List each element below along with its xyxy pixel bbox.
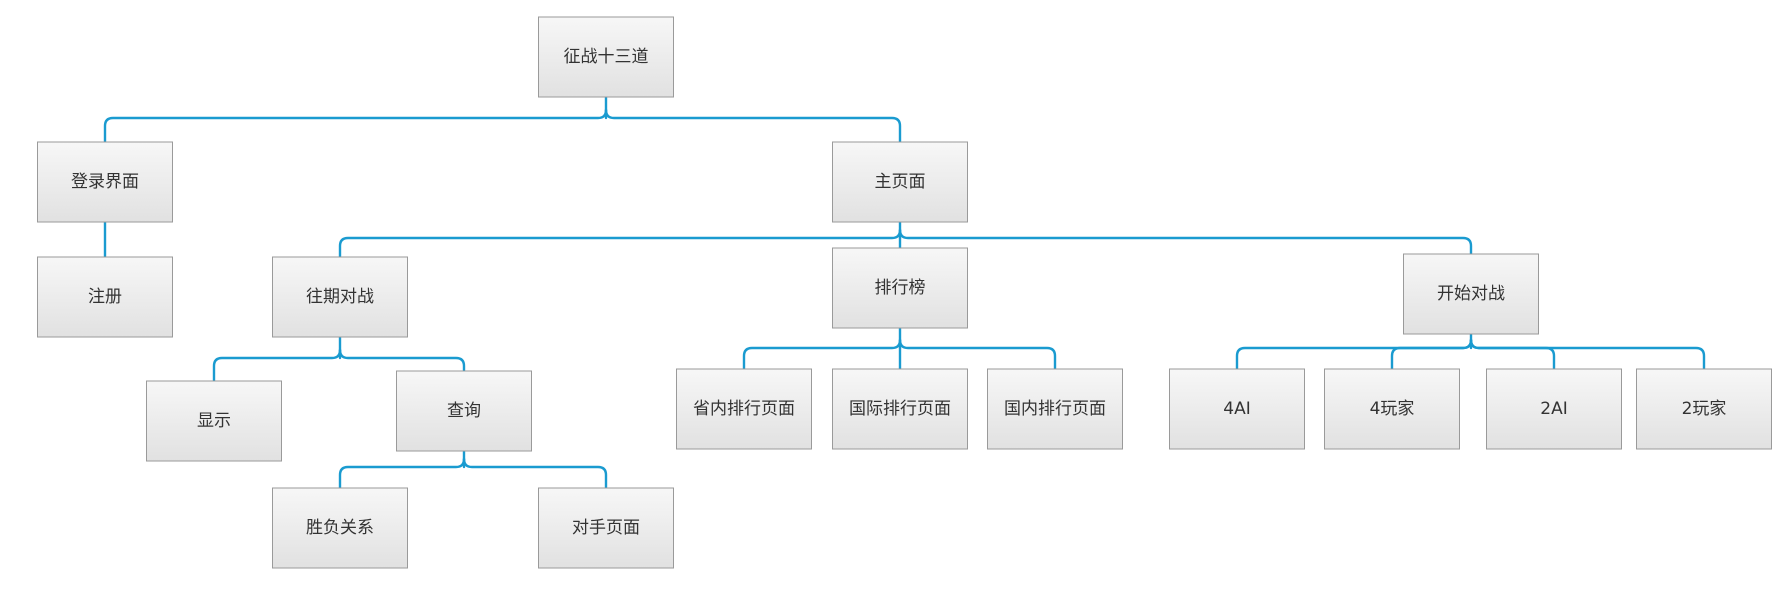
node-label: 国际排行页面 bbox=[849, 399, 951, 419]
node-ranking: 排行榜 bbox=[832, 247, 968, 329]
connector-main-start bbox=[898, 228, 1473, 256]
node-label: 国内排行页面 bbox=[1004, 399, 1106, 419]
connector-start-mode-4p bbox=[1390, 338, 1473, 371]
node-label: 2AI bbox=[1540, 399, 1567, 419]
node-win-loss: 胜负关系 bbox=[272, 487, 408, 569]
connector-root-login bbox=[103, 108, 608, 144]
connector-history-query bbox=[338, 348, 466, 373]
connector-start-mode-4ai bbox=[1235, 338, 1473, 371]
connector-query-win-loss bbox=[338, 457, 466, 490]
node-rank-intl: 国际排行页面 bbox=[832, 368, 968, 450]
node-mode-2p: 2玩家 bbox=[1636, 368, 1772, 450]
node-box bbox=[832, 141, 968, 223]
node-query: 查询 bbox=[396, 370, 532, 452]
node-rank-province: 省内排行页面 bbox=[676, 368, 812, 450]
node-root: 征战十三道 bbox=[538, 16, 674, 98]
node-mode-2ai: 2AI bbox=[1486, 368, 1622, 450]
node-main: 主页面 bbox=[832, 141, 968, 223]
node-box bbox=[1169, 368, 1305, 450]
node-label: 往期对战 bbox=[306, 287, 374, 307]
node-box bbox=[1636, 368, 1772, 450]
node-box bbox=[272, 487, 408, 569]
node-label: 对手页面 bbox=[572, 518, 640, 538]
node-login: 登录界面 bbox=[37, 141, 173, 223]
node-box bbox=[37, 141, 173, 223]
node-label: 主页面 bbox=[875, 172, 926, 192]
node-box bbox=[538, 16, 674, 98]
node-label: 查询 bbox=[447, 401, 481, 421]
node-register: 注册 bbox=[37, 256, 173, 338]
connector-query-opponent bbox=[462, 457, 608, 490]
node-label: 2玩家 bbox=[1682, 399, 1727, 419]
node-label: 排行榜 bbox=[875, 278, 926, 298]
node-label: 4AI bbox=[1223, 399, 1250, 419]
node-box bbox=[832, 368, 968, 450]
node-box bbox=[1403, 253, 1539, 335]
node-box bbox=[146, 380, 282, 462]
node-display: 显示 bbox=[146, 380, 282, 462]
node-label: 显示 bbox=[197, 411, 231, 431]
connector-start-mode-2p bbox=[1469, 338, 1706, 371]
node-rank-domestic: 国内排行页面 bbox=[987, 368, 1123, 450]
node-box bbox=[676, 368, 812, 450]
connector-ranking-rank-province bbox=[742, 338, 902, 371]
node-box bbox=[396, 370, 532, 452]
connector-ranking-rank-domestic bbox=[898, 338, 1057, 371]
node-label: 胜负关系 bbox=[306, 518, 374, 538]
node-box bbox=[1486, 368, 1622, 450]
node-label: 征战十三道 bbox=[564, 47, 649, 67]
connector-root-main bbox=[604, 108, 902, 144]
node-box bbox=[832, 247, 968, 329]
connector-start-mode-2ai bbox=[1469, 338, 1556, 371]
connector-main-history bbox=[338, 228, 902, 259]
node-opponent: 对手页面 bbox=[538, 487, 674, 569]
node-box bbox=[37, 256, 173, 338]
node-box bbox=[987, 368, 1123, 450]
node-label: 注册 bbox=[88, 287, 122, 307]
node-mode-4p: 4玩家 bbox=[1324, 368, 1460, 450]
node-label: 登录界面 bbox=[71, 172, 139, 192]
node-history: 往期对战 bbox=[272, 256, 408, 338]
node-label: 4玩家 bbox=[1370, 399, 1415, 419]
node-start: 开始对战 bbox=[1403, 253, 1539, 335]
node-box bbox=[272, 256, 408, 338]
node-label: 省内排行页面 bbox=[693, 399, 795, 419]
connector-history-display bbox=[212, 348, 342, 383]
node-label: 开始对战 bbox=[1437, 284, 1505, 304]
node-box bbox=[538, 487, 674, 569]
node-box bbox=[1324, 368, 1460, 450]
node-mode-4ai: 4AI bbox=[1169, 368, 1305, 450]
connector-lines bbox=[103, 95, 1706, 490]
